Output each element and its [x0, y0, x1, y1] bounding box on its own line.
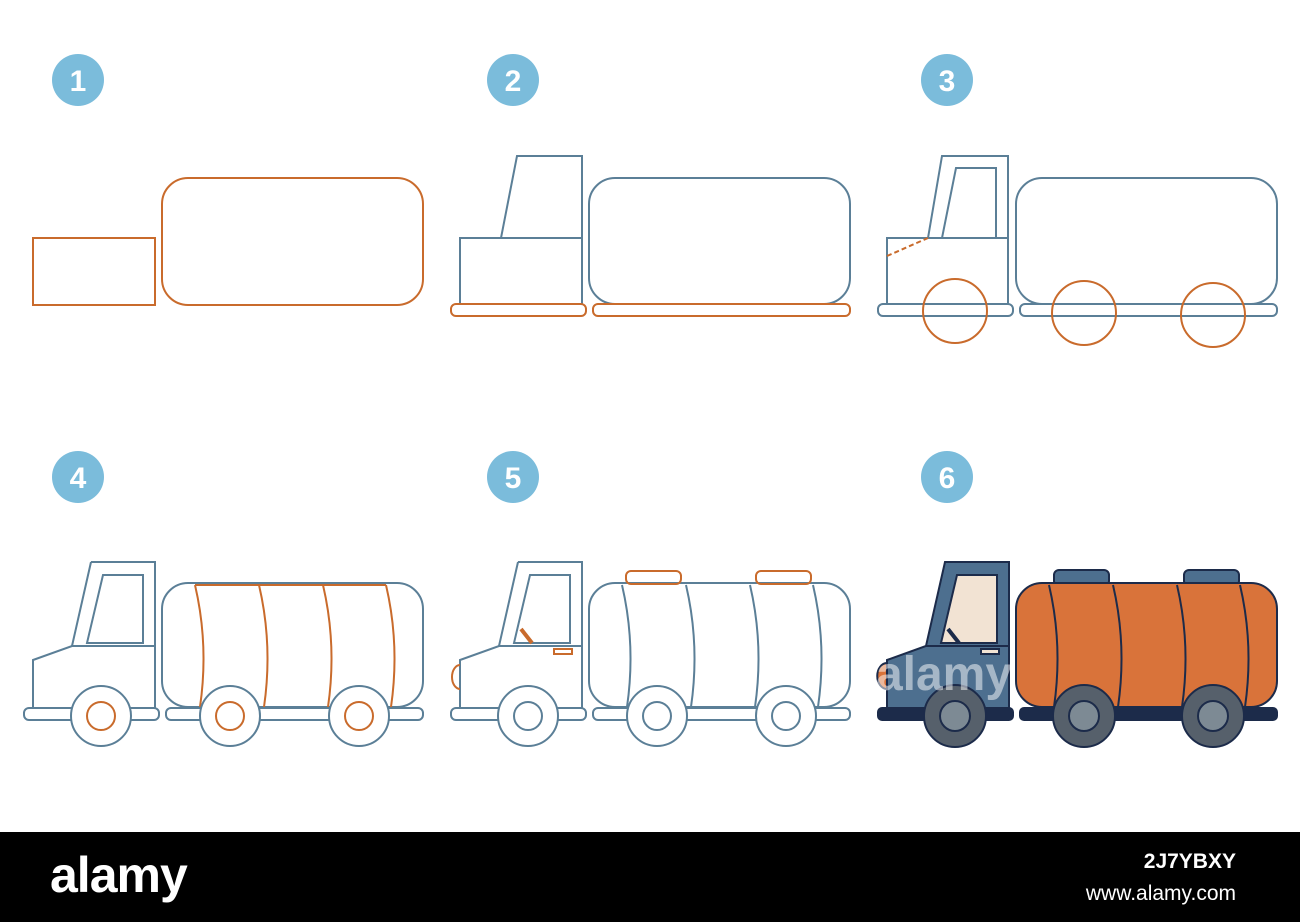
cab-base-rect [32, 237, 156, 306]
cab-window [939, 574, 998, 644]
tank-band-1 [621, 584, 632, 708]
wheel-front [497, 685, 559, 747]
step-6-badge [921, 451, 973, 503]
cab-window [512, 574, 571, 644]
wheel-rear-hub [344, 701, 374, 731]
tank-band-2 [258, 584, 269, 708]
tank-rect [161, 582, 424, 708]
door-handle [553, 648, 573, 655]
tank-rect [588, 582, 851, 708]
step-4-truck [23, 561, 424, 747]
hatch-1 [625, 570, 682, 585]
cab-outline [886, 155, 1009, 305]
wheel-rear [328, 685, 390, 747]
step-6-number: 6 [939, 462, 956, 495]
step-1-truck [32, 177, 424, 306]
step-4: 4 [23, 451, 424, 747]
cab-left-edge [71, 561, 92, 647]
wheel-middle [1051, 280, 1117, 346]
footer-bar: alamy 2J7YBXY www.alamy.com [0, 832, 1300, 922]
tank-rounded-rect [161, 177, 424, 306]
step-2-badge [487, 54, 539, 106]
wheel-front [922, 278, 988, 344]
step-1-number: 1 [70, 65, 87, 98]
wheel-middle-hub [215, 701, 245, 731]
wheel-rear-hub [1197, 700, 1229, 732]
step-4-number: 4 [70, 462, 87, 495]
step-2: 2 [450, 54, 851, 317]
chassis-rear [1019, 303, 1278, 317]
tank-rect [1015, 177, 1278, 305]
drawing-steps-canvas: 1 2 3 [23, 54, 1278, 748]
chassis-rear [592, 303, 851, 317]
wheel-rear-hub [771, 701, 801, 731]
step-4-badge [52, 451, 104, 503]
hood-guide [886, 237, 929, 257]
cab-window [940, 167, 997, 239]
step-1-badge [52, 54, 104, 106]
step-2-truck [450, 155, 851, 317]
steering-wheel [946, 627, 961, 645]
wheel-rear [1180, 282, 1246, 348]
watermark-center: alamy [876, 648, 1012, 701]
tank-band-3 [1176, 584, 1187, 708]
step-3-badge [921, 54, 973, 106]
door-handle [980, 648, 1000, 655]
step-1: 1 [32, 54, 424, 306]
step-6-truck [876, 561, 1278, 748]
wheel-middle [626, 685, 688, 747]
headlight [451, 664, 461, 690]
image-id: 2J7YBXY [1143, 850, 1236, 873]
tank-band-1 [1048, 584, 1059, 708]
chassis-front [877, 303, 1014, 317]
wheel-middle-hub [642, 701, 672, 731]
cab-left-edge [498, 561, 519, 647]
hatch-2 [755, 570, 812, 585]
wheel-rear [755, 685, 817, 747]
step-3-number: 3 [939, 65, 956, 98]
tank-band-2 [1112, 584, 1123, 708]
wheel-middle [199, 685, 261, 747]
tank-band-4 [385, 584, 396, 708]
tank-band-3 [322, 584, 333, 708]
step-6: 6 [876, 451, 1278, 748]
wheel-middle-hub [1068, 700, 1100, 732]
wheel-front-hub [86, 701, 116, 731]
cab-window [85, 574, 144, 644]
chassis-rear [592, 707, 851, 721]
tank-band-3 [749, 584, 760, 708]
site-url: www.alamy.com [1085, 882, 1236, 905]
chassis-rear [165, 707, 424, 721]
step-5-badge [487, 451, 539, 503]
headlight [876, 661, 888, 691]
alamy-logo: alamy [50, 847, 188, 903]
step-2-number: 2 [505, 65, 522, 98]
chassis-front [450, 303, 587, 317]
step-5: 5 [450, 451, 851, 747]
steering-wheel [519, 627, 534, 645]
tank-band-2 [685, 584, 696, 708]
step-3-truck [877, 155, 1278, 348]
cab-outline [459, 155, 583, 305]
tank-band-1 [194, 584, 205, 708]
tank-body [1015, 582, 1278, 708]
tank-rect [588, 177, 851, 305]
step-3: 3 [877, 54, 1278, 348]
step-5-number: 5 [505, 462, 522, 495]
wheel-front [70, 685, 132, 747]
step-5-truck [450, 561, 851, 747]
wheel-front-hub [939, 700, 971, 732]
tank-band-4 [812, 584, 823, 708]
tank-band-4 [1239, 584, 1250, 708]
wheel-front-hub [513, 701, 543, 731]
